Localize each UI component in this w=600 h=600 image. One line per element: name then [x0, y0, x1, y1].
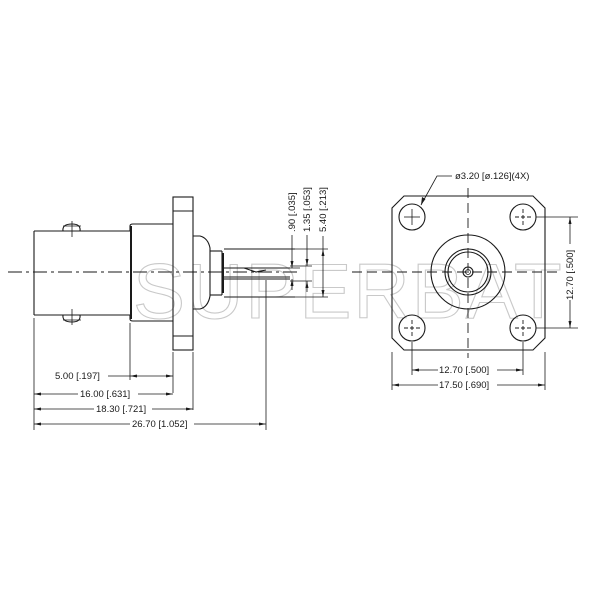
side-view: 5.00 [.197] 16.00 [.631] 18.30 [.721] 26… [8, 187, 329, 430]
front-view: ø3.20 [ø.126](4X) 12.70 [.500] 12.70 [.5… [352, 171, 578, 391]
watermark: SUPERBAT [133, 247, 564, 335]
connector-face [430, 234, 506, 310]
dim-hole-spacing-h: 12.70 [.500] [439, 365, 489, 376]
square-flange [391, 195, 546, 351]
dim-hole-dia: ø3.20 [ø.126](4X) [455, 171, 529, 182]
dim-16-00: 16.00 [.631] [80, 389, 130, 400]
flange [172, 196, 194, 351]
mid-body [129, 223, 173, 322]
dim-18-30: 18.30 [.721] [96, 404, 146, 415]
pin-dims: .90 [.035] 1.35 [.053] 5.40 [.213] [282, 187, 329, 298]
bnc-body [33, 221, 130, 325]
rear-contact [193, 235, 295, 310]
dim-flange-width: 17.50 [.690] [439, 380, 489, 391]
dim-pin-135: 1.35 [.053] [302, 187, 313, 232]
dim-26-70: 26.70 [1.052] [132, 419, 187, 430]
dim-pin-540: 5.40 [.213] [318, 187, 329, 232]
dim-5-00: 5.00 [.197] [55, 371, 100, 382]
dim-pin-090: .90 [.035] [287, 192, 298, 232]
dim-hole-spacing-v: 12.70 [.500] [565, 250, 576, 300]
